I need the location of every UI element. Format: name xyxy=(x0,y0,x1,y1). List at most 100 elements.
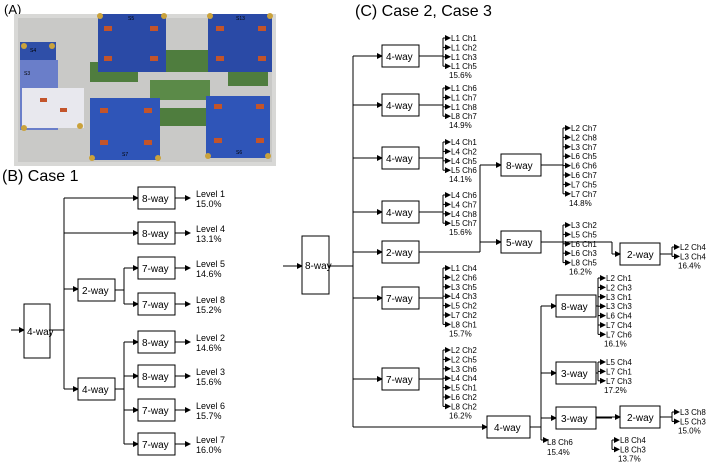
channel-label: L3 Ch1 xyxy=(606,293,632,302)
channel-label: L1 Ch8 xyxy=(451,103,477,112)
channel-label: L3 Ch5 xyxy=(451,283,477,292)
channel-label: L1 Ch2 xyxy=(451,43,477,52)
channel-label: L6 Ch1 xyxy=(571,240,597,249)
group-pct: 16.1% xyxy=(604,339,627,348)
channel-label: L7 Ch2 xyxy=(451,311,477,320)
channel-label: L4 Ch7 xyxy=(451,200,477,209)
channel-label: L6 Ch4 xyxy=(606,312,632,321)
case2-sub-8way: 8-way xyxy=(506,161,533,172)
case1-diagram: 4-way 8-way 8-way 2-way 4-way 7-way 7-wa… xyxy=(11,186,225,456)
case1-8way-b: 8-way xyxy=(142,229,169,240)
channel-label: L3 Ch2 xyxy=(571,221,597,230)
channel-label: L3 Ch7 xyxy=(571,143,597,152)
channel-label: L2 Ch8 xyxy=(571,133,597,142)
channel-label: L5 Ch3 xyxy=(680,417,706,426)
channel-label: L3 Ch6 xyxy=(451,365,477,374)
case1-4way: 4-way xyxy=(82,385,109,396)
case2-root-8way xyxy=(301,235,330,295)
case2-sub-3way-b: 3-way xyxy=(561,414,588,425)
channel-label: L8 Ch5 xyxy=(571,259,597,268)
group-pct: 16.2% xyxy=(569,268,592,277)
board-s5 xyxy=(98,14,166,72)
board-label-s4: S4 xyxy=(30,48,36,54)
case1-level-pct: 15.2% xyxy=(196,305,222,315)
channel-label: L1 Ch7 xyxy=(451,93,477,102)
case1-7way-b: 7-way xyxy=(142,300,169,311)
board-s7 xyxy=(90,98,160,160)
channel-label: L8 Ch6 xyxy=(547,438,573,447)
case1-level-pct: 14.6% xyxy=(196,269,222,279)
case2-4way-4: 4-way xyxy=(386,208,413,219)
board-label-s7: S7 xyxy=(122,152,128,158)
case1-8way-c: 8-way xyxy=(142,338,169,349)
case1-root-4way xyxy=(23,303,51,359)
case2-sub-2way-a: 2-way xyxy=(627,250,654,261)
channel-label: L6 Ch5 xyxy=(571,152,597,161)
channel-label: L3 Ch4 xyxy=(680,252,706,261)
case1-level-label: Level 6 xyxy=(196,401,225,411)
case1-level-pct: 15.6% xyxy=(196,377,222,387)
group-pct: 15.6% xyxy=(449,71,472,80)
channel-label: L1 Ch3 xyxy=(451,53,477,62)
channel-label: L8 Ch2 xyxy=(451,402,477,411)
channel-label: L4 Ch1 xyxy=(451,138,477,147)
group-pct: 14.9% xyxy=(449,121,472,130)
channel-label: L2 Ch5 xyxy=(451,355,477,364)
group-pct: 16.2% xyxy=(449,411,472,420)
channel-label: L5 Ch1 xyxy=(451,384,477,393)
case1-level-label: Level 5 xyxy=(196,259,225,269)
case1-level-pct: 13.1% xyxy=(196,234,222,244)
case2-sub-3way-a: 3-way xyxy=(561,369,588,380)
board-label-s5: S5 xyxy=(128,16,134,22)
case2-sub-2way-b: 2-way xyxy=(627,413,654,424)
channel-label: L4 Ch8 xyxy=(451,210,477,219)
case2-sub-5way: 5-way xyxy=(506,238,533,249)
case2-2way: 2-way xyxy=(386,248,413,259)
channel-label: L5 Ch2 xyxy=(451,302,477,311)
channel-label: L8 Ch4 xyxy=(620,436,646,445)
channel-label: L2 Ch2 xyxy=(451,346,477,355)
channel-label: L5 Ch5 xyxy=(571,230,597,239)
channel-label: L2 Ch4 xyxy=(680,243,706,252)
case2-4way-2: 4-way xyxy=(386,101,413,112)
case1-level-pct: 15.0% xyxy=(196,199,222,209)
channel-label: L1 Ch1 xyxy=(451,34,477,43)
channel-label: L8 Ch1 xyxy=(451,320,477,329)
channel-label: L2 Ch7 xyxy=(571,124,597,133)
channel-label: L2 Ch1 xyxy=(606,274,632,283)
board-s13 xyxy=(208,14,272,72)
channel-label: L6 Ch7 xyxy=(571,171,597,180)
case1-7way-d: 7-way xyxy=(142,440,169,451)
case2-4way-3: 4-way xyxy=(386,154,413,165)
channel-label: L1 Ch5 xyxy=(451,62,477,71)
case2-4way-5: 4-way xyxy=(494,423,521,434)
board-label-s13: S13 xyxy=(236,16,245,22)
case2-4way-1: 4-way xyxy=(386,52,413,63)
channel-label: L7 Ch5 xyxy=(571,180,597,189)
group-pct: 14.8% xyxy=(569,199,592,208)
channel-label: L1 Ch6 xyxy=(451,84,477,93)
case1-level-label: Level 3 xyxy=(196,367,225,377)
channel-label: L6 Ch2 xyxy=(451,393,477,402)
channel-label: L3 Ch8 xyxy=(680,408,706,417)
case1-level-label: Level 4 xyxy=(196,224,225,234)
group-pct: 15.0% xyxy=(678,426,701,435)
channel-label: L4 Ch5 xyxy=(451,157,477,166)
group-pct: 13.7% xyxy=(618,454,641,463)
case1-level-pct: 15.7% xyxy=(196,411,222,421)
case2-diagram: 8-way 4-way 4-way 4-way 4-way 2-way 7-wa… xyxy=(283,34,706,463)
group-pct: 15.6% xyxy=(449,228,472,237)
channel-label: L7 Ch1 xyxy=(606,367,632,376)
board-label-s3: S3 xyxy=(24,71,30,77)
panel-a-label: (A) xyxy=(4,2,21,17)
channel-label: L6 Ch6 xyxy=(571,162,597,171)
panel-c-label: (C) Case 2, Case 3 xyxy=(355,3,492,20)
case2-sub-8way-b: 8-way xyxy=(561,302,588,313)
case1-level-label: Level 1 xyxy=(196,189,225,199)
channel-label: L7 Ch6 xyxy=(606,330,632,339)
case1-root-label: 4-way xyxy=(27,327,54,338)
case1-level-pct: 14.6% xyxy=(196,343,222,353)
case2-7way-a: 7-way xyxy=(386,294,413,305)
